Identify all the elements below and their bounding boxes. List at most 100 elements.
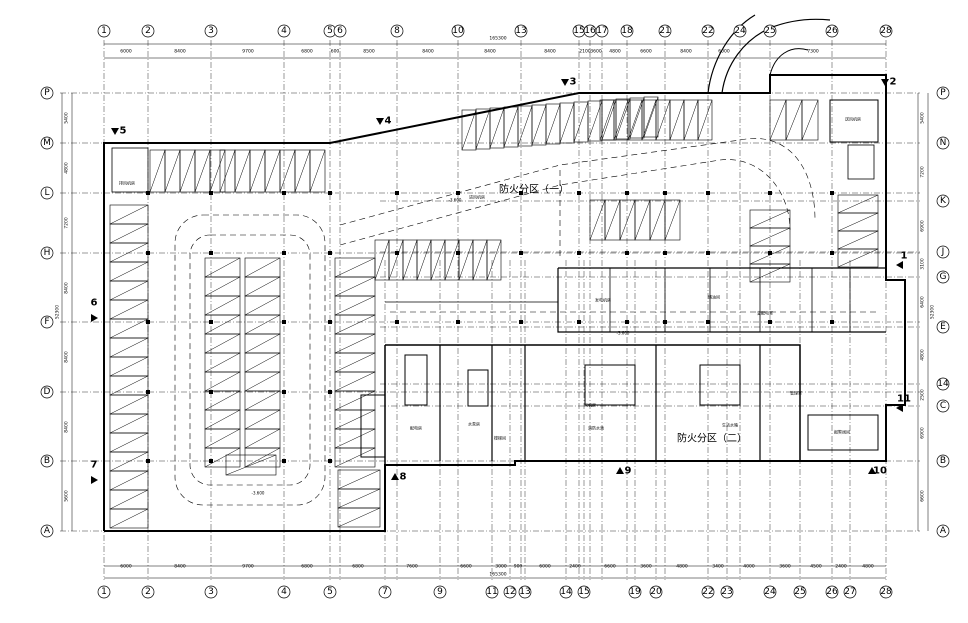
section-marker-arrow (616, 467, 624, 474)
dimension-value-left: 4800 (64, 162, 70, 174)
column (625, 320, 629, 324)
parking-stall-diagonal (517, 105, 533, 147)
column (830, 320, 834, 324)
axis-label-bottom: 15 (578, 587, 589, 597)
section-marker-label: 10 (873, 466, 887, 477)
axis-label-right: B (940, 456, 946, 466)
axis-label-top: 28 (880, 26, 892, 36)
parking-stall-diagonal (204, 428, 241, 449)
axis-bubble-bottom (825, 585, 839, 599)
parking-stall-diagonal (785, 99, 803, 141)
parking-stall-diagonal (489, 107, 505, 149)
parking-stall-diagonal (472, 239, 488, 281)
wall (557, 268, 886, 333)
dimension-value-right: 2500 (920, 389, 926, 401)
parking-stall-diagonal (204, 371, 241, 392)
parking-stall-diagonal (475, 108, 491, 150)
dimension-value-bottom: 6800 (352, 564, 364, 570)
dimension-value-top: 6800 (301, 49, 313, 55)
axis-label-bottom: 11 (486, 587, 497, 597)
parking-stall-diagonal (769, 99, 787, 141)
axis-label-bottom: 3 (208, 587, 214, 597)
axis-bubble-left (40, 136, 54, 150)
parking-stall-diagonal (837, 212, 879, 232)
column (209, 459, 213, 463)
parking-stall (664, 199, 681, 241)
dimension-value-left: 8400 (64, 282, 70, 294)
column (209, 390, 213, 394)
parking-stall-diagonal (109, 451, 149, 472)
parking-stall-diagonal (234, 149, 251, 193)
axis-label-bottom: 25 (794, 587, 805, 597)
axis-bubble-bottom (97, 585, 111, 599)
parking-stall-diagonal (837, 248, 879, 268)
axis-bubble-bottom (577, 585, 591, 599)
parking-stall-diagonal (573, 101, 589, 143)
column (146, 191, 150, 195)
parking-stall (749, 263, 791, 283)
axis-bubble-top (514, 24, 528, 38)
parking-stall-diagonal (244, 314, 281, 335)
axis-bubble-top (141, 24, 155, 38)
parking-stall-diagonal (244, 257, 281, 278)
axis-bubble-bottom (204, 585, 218, 599)
driveway-loop (174, 214, 326, 506)
parking-stall-diagonal (634, 199, 651, 241)
parking-stall-diagonal (337, 507, 381, 528)
ramp-curve (721, 27, 771, 94)
axis-bubble-top (620, 24, 634, 38)
axis-bubble-bottom (701, 585, 715, 599)
axis-bubble-left (40, 246, 54, 260)
parking-stall-diagonal (615, 98, 631, 140)
parking-stall-diagonal (225, 454, 277, 476)
axis-label-top: 3 (208, 26, 214, 36)
section-marker-arrow (91, 476, 98, 484)
parking-stall-diagonal (599, 99, 615, 141)
parking-stall-diagonal (749, 209, 791, 229)
parking-stall-diagonal (109, 508, 149, 529)
parking-stall-diagonal (627, 99, 643, 141)
parking-stall-diagonal (334, 295, 376, 316)
parking-stall (225, 454, 277, 476)
axis-label-top: 16 (584, 26, 596, 36)
parking-stall (643, 96, 659, 138)
parking-stall-diagonal (458, 239, 474, 281)
column (328, 390, 332, 394)
axis-label-bottom: 27 (844, 587, 855, 597)
parking-stall-diagonal (334, 409, 376, 430)
parking-stall (244, 447, 281, 468)
axis-label-top: 15 (573, 26, 584, 36)
section-marker-arrow (111, 128, 119, 135)
parking-stall-diagonal (294, 149, 311, 193)
axis-bubble-right (936, 86, 950, 100)
room-box (404, 354, 428, 406)
parking-stall-diagonal (109, 204, 149, 225)
parking-stall-diagonal (109, 261, 149, 282)
parking-stall-diagonal (194, 149, 211, 193)
axis-bubble-right (936, 136, 950, 150)
axis-label-right: 14 (937, 379, 949, 389)
dimension-value-top: 4800 (609, 49, 621, 55)
section-marker-label: 8 (400, 472, 407, 483)
room-label: 生活水箱 (722, 422, 738, 428)
parking-stall (309, 149, 326, 193)
parking-stall-diagonal (204, 314, 241, 335)
parking-stall-diagonal (109, 280, 149, 301)
parking-stall-diagonal (244, 428, 281, 449)
axis-bubble-top (277, 24, 291, 38)
parking-stall-diagonal (749, 263, 791, 283)
parking-stall-diagonal (334, 447, 376, 468)
section-marker-label: 3 (570, 77, 577, 88)
axis-bubble-right (936, 245, 950, 259)
parking-stall-diagonal (629, 97, 645, 139)
parking-stall-diagonal (669, 99, 685, 141)
column (209, 251, 213, 255)
axis-bubble-bottom (763, 585, 777, 599)
axis-label-bottom: 1 (101, 587, 107, 597)
axis-bubble-bottom (879, 585, 893, 599)
parking-stall-diagonal (416, 239, 432, 281)
axis-label-top: 24 (734, 26, 746, 36)
